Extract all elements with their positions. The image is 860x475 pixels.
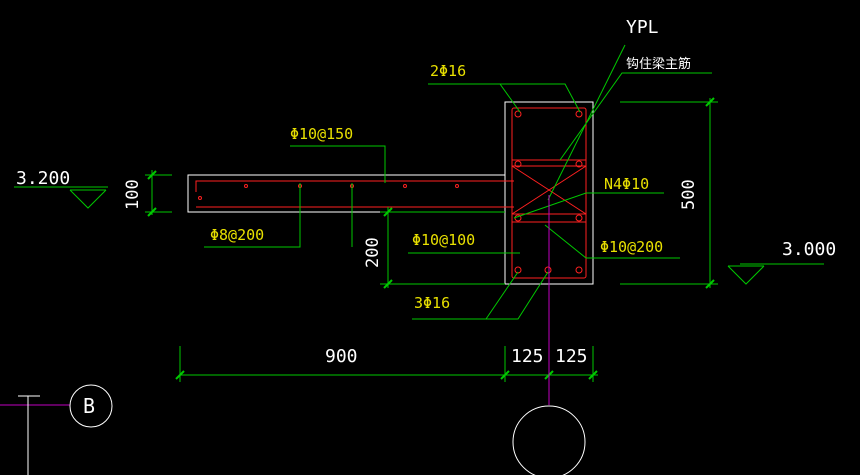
label-beam-mark: YPL (626, 17, 659, 38)
slab-outline (187, 174, 505, 213)
axis-bubble-bottom (512, 405, 586, 475)
label-beam-tie: Φ10@200 (600, 238, 663, 256)
leader-lines (14, 44, 824, 382)
label-dim-125-left: 125 (511, 346, 544, 367)
label-anchor-note: 钩住梁主筋 (626, 56, 691, 72)
label-elevation-right: 3.000 (782, 239, 836, 260)
label-dim-125-right: 125 (555, 346, 588, 367)
label-slab-top-rebar: Φ10@150 (290, 125, 353, 143)
slab-top-rebar (195, 180, 514, 192)
label-beam-top-rebar: 2Φ16 (430, 62, 466, 80)
axis-bubble-b (69, 384, 113, 428)
label-beam-side-rebar: N4Φ10 (604, 175, 649, 193)
label-beam-bottom-rebar: 3Φ16 (414, 294, 450, 312)
label-drop-height: 200 (363, 237, 383, 268)
label-slab-bottom-rebar: Φ8@200 (210, 226, 264, 244)
slab-rebar-dots (198, 184, 459, 200)
label-slab-thickness: 100 (123, 179, 143, 210)
label-axis-b: B (83, 394, 95, 418)
label-dim-900: 900 (325, 346, 358, 367)
dim-ticks (147, 97, 715, 380)
beam-tie-lower (511, 213, 587, 223)
beam-tie-upper (511, 159, 587, 167)
label-beam-height: 500 (679, 179, 699, 210)
label-beam-stirrup: Φ10@100 (412, 231, 475, 249)
label-elevation-left: 3.200 (16, 168, 70, 189)
